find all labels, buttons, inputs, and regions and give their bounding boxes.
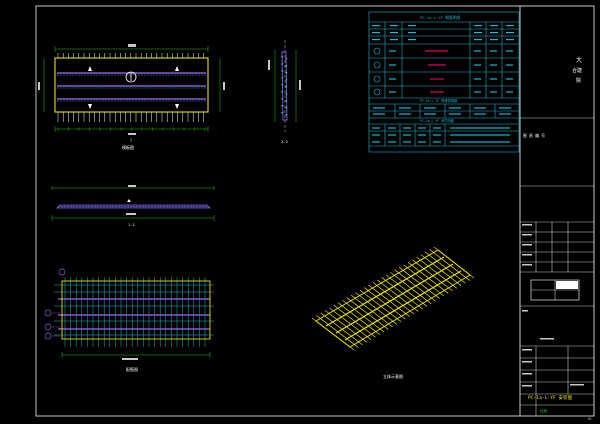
table-lifting-title: PC-1a-L-YF 吊件明细 <box>420 118 454 123</box>
table-title: PC-1a-L-YF 钢筋明细 <box>420 15 461 20</box>
rebar-plan-view: 配筋图 <box>44 268 214 372</box>
section-2-2-label: 2-2 <box>281 139 288 144</box>
drawing-title: PC-1a-L-YF 安装图 <box>528 394 573 401</box>
plan-view-label: 模板图 <box>122 144 134 150</box>
design-unit-line3: 院 <box>576 77 581 84</box>
drawing-category: 结施 <box>540 408 548 413</box>
sheet-number: 01 <box>588 417 592 421</box>
isometric-view: 立体示意图 <box>311 246 475 379</box>
lifting-point-markers <box>88 66 179 109</box>
rebar-panel-outline <box>61 280 211 340</box>
section-1-1-label: 1-1 <box>128 222 136 227</box>
drawing-number-label: 图 纸 编 号 <box>523 133 545 138</box>
section-2-2: 2-2 <box>268 40 301 144</box>
isometric-label: 立体示意图 <box>383 373 403 379</box>
outer-frame <box>35 5 595 417</box>
north-arrow-icon <box>125 71 137 83</box>
title-block <box>519 5 595 417</box>
table-embedded-title: PC-1a-L-YF 预埋件明细 <box>420 98 457 103</box>
design-unit-line2: 合建 <box>572 67 582 74</box>
title-block-notes <box>522 224 584 387</box>
rebar-schedule-table <box>368 11 520 153</box>
iso-panel-outline <box>315 249 471 348</box>
key-plan <box>530 279 580 301</box>
rebar-plan-label: 配筋图 <box>126 366 138 372</box>
plan-panel-outline <box>54 57 209 113</box>
plan-view: 模板图 <box>38 44 225 150</box>
table-rebar-shapes <box>425 50 448 93</box>
design-unit-line1: 大 <box>576 56 582 64</box>
section-1-1: 1-1 <box>51 185 215 227</box>
